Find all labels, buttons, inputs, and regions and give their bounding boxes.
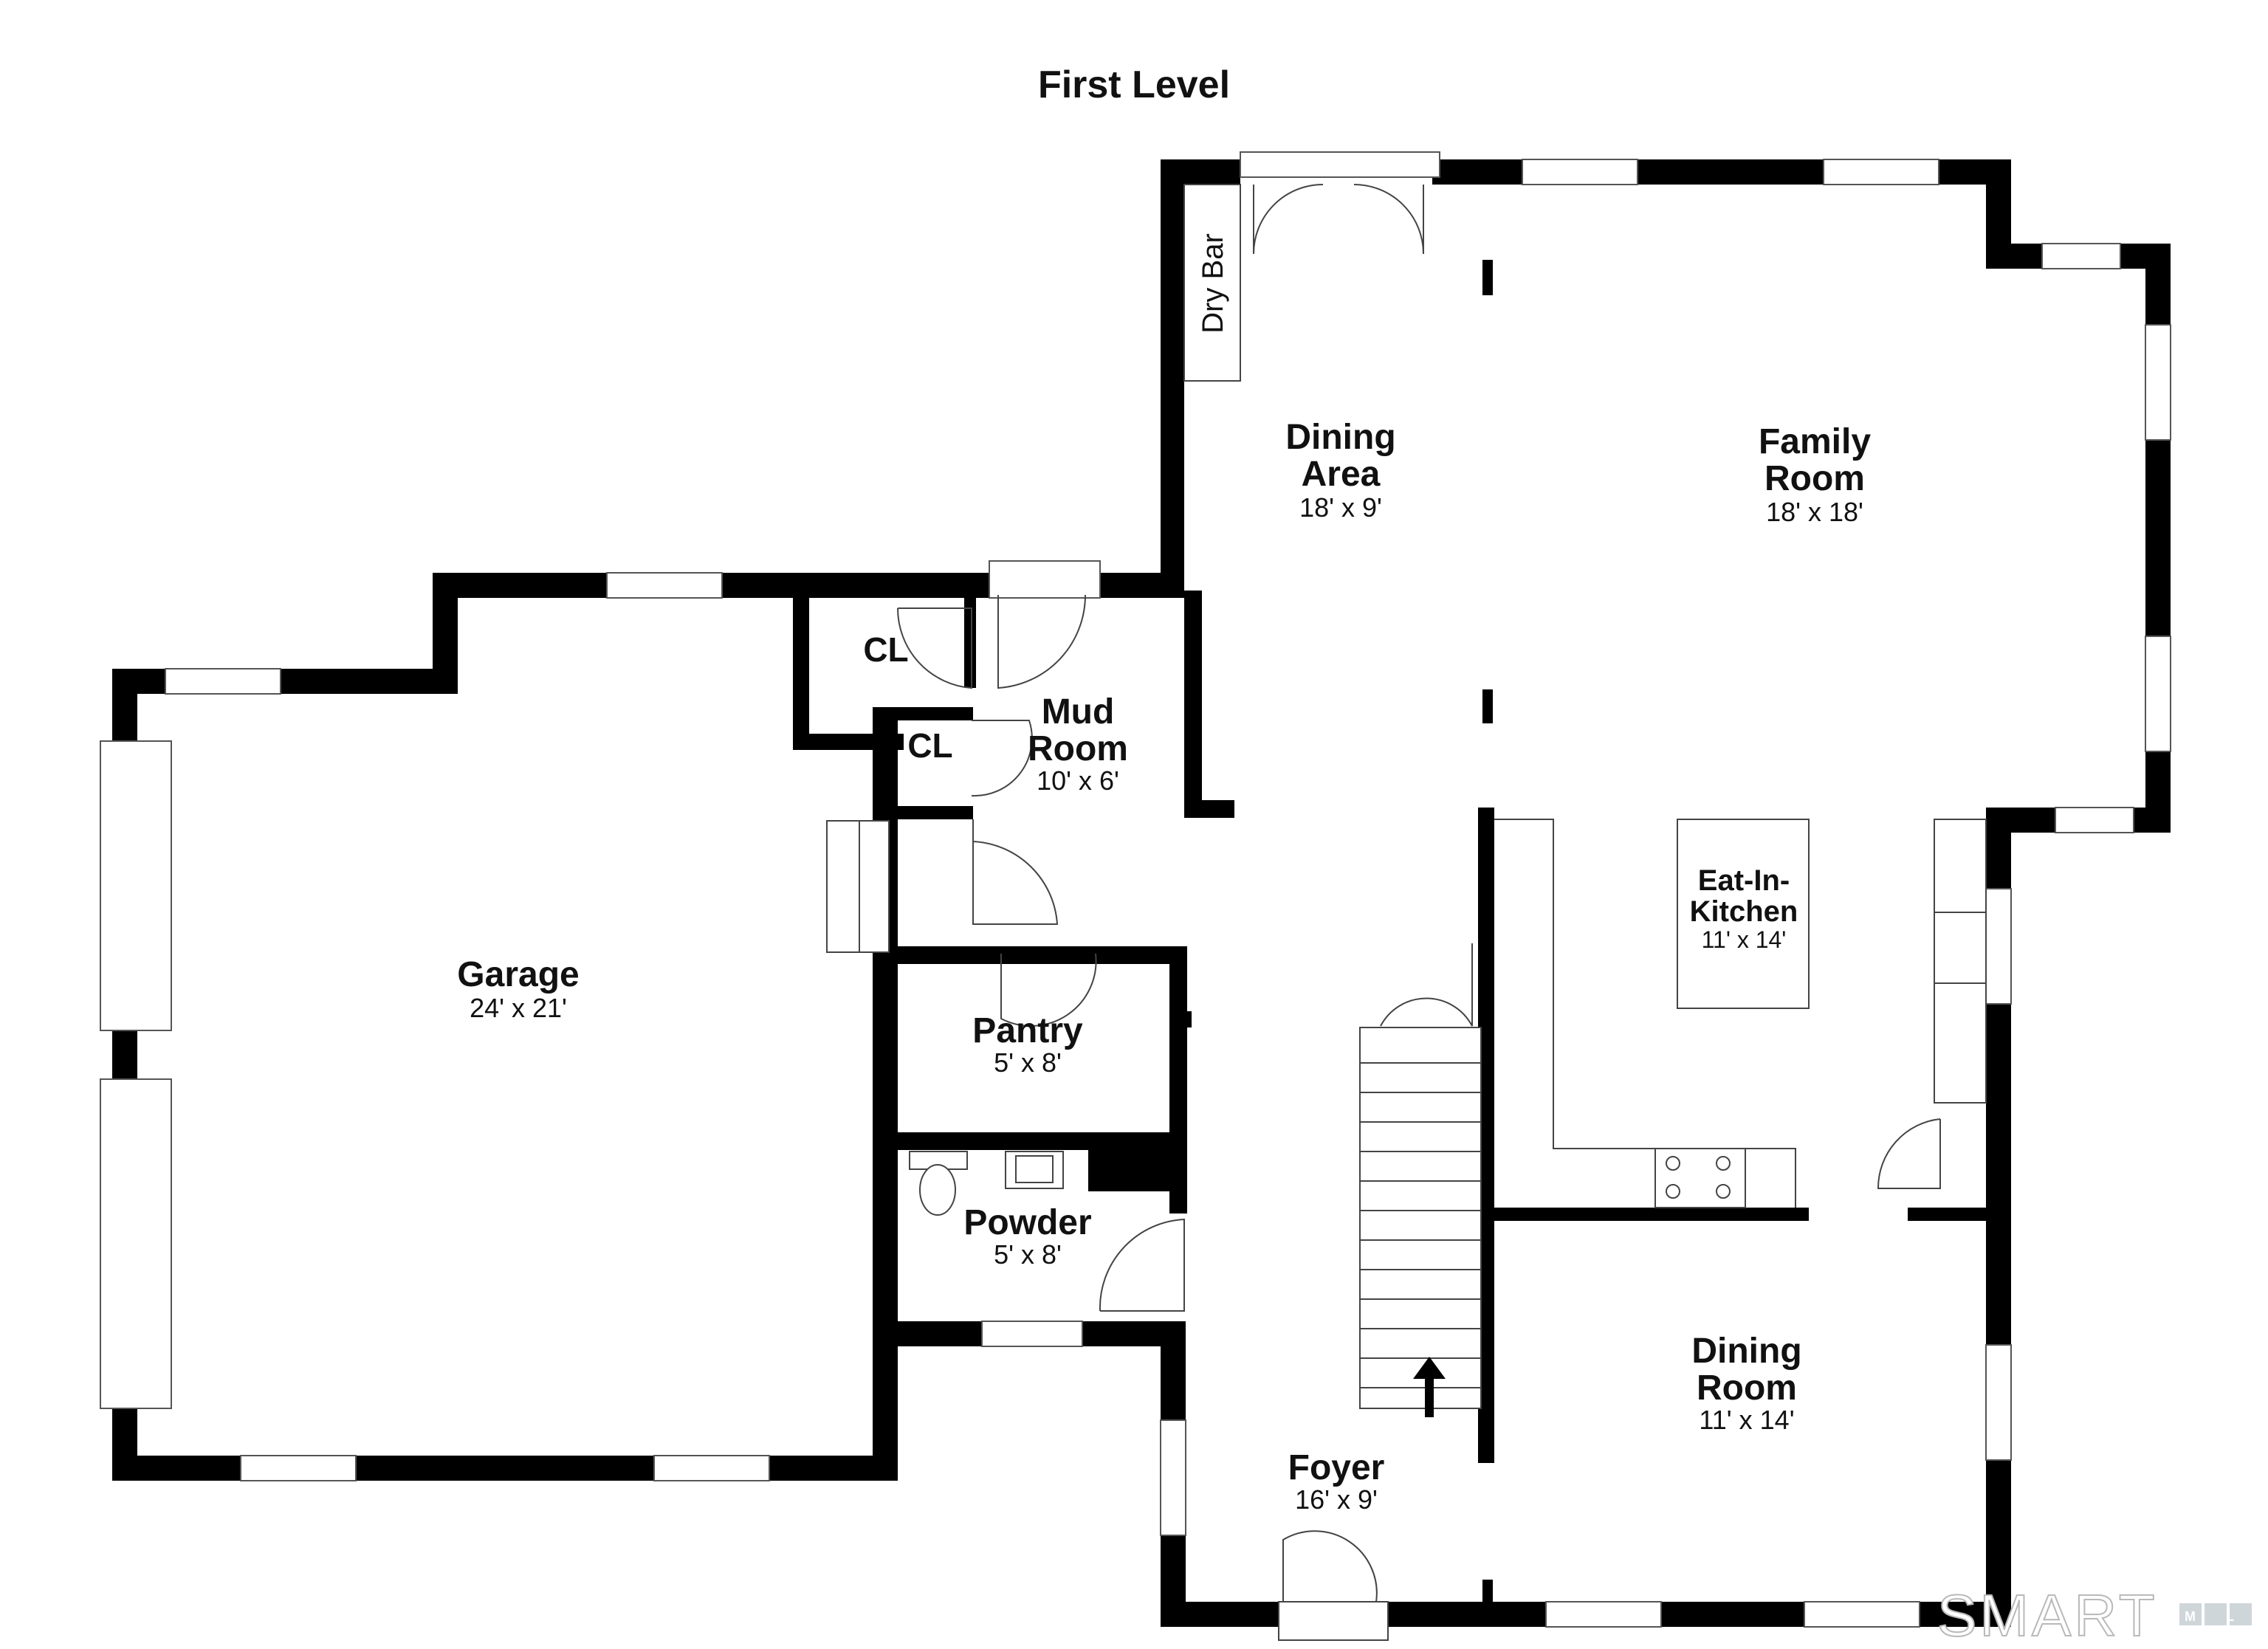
powder-name: Powder (963, 1203, 1091, 1242)
closet-2-label: CL (907, 726, 952, 765)
dining-area-dims: 18' x 9' (1299, 492, 1382, 523)
family-room-name-1: Family (1759, 422, 1871, 461)
mud-room-dims: 10' x 6' (1037, 765, 1119, 796)
room-labels: Dining Area 18' x 9' Family Room 18' x 1… (457, 233, 1871, 1515)
dining-room-name-1: Dining (1691, 1332, 1801, 1371)
powder-dims: 5' x 8' (994, 1239, 1062, 1270)
logo-text: SMART (1937, 1583, 2158, 1648)
fixtures (826, 184, 1987, 1417)
dining-area-name-2: Area (1302, 455, 1381, 494)
mud-room-name-1: Mud (1042, 692, 1115, 731)
kitchen-dims: 11' x 14' (1702, 926, 1787, 953)
foyer-dims: 16' x 9' (1295, 1484, 1378, 1515)
dry-bar-label: Dry Bar (1197, 233, 1229, 334)
pantry-dims: 5' x 8' (994, 1047, 1062, 1078)
plan-title: First Level (1038, 63, 1230, 106)
walls (112, 159, 2171, 1627)
foyer-name: Foyer (1288, 1448, 1385, 1487)
dining-area-name-1: Dining (1285, 418, 1395, 457)
garage-dims: 24' x 21' (470, 993, 567, 1023)
logo-sub: M L S (2185, 1609, 2268, 1624)
garage-name: Garage (457, 955, 579, 994)
windows (100, 151, 2171, 1628)
dining-room-name-2: Room (1697, 1369, 1797, 1408)
doors (896, 184, 1941, 1641)
dining-room-dims: 11' x 14' (1699, 1405, 1794, 1435)
family-room-name-2: Room (1764, 459, 1865, 498)
kitchen-name-1: Eat-In- (1698, 864, 1790, 897)
pantry-name: Pantry (972, 1011, 1083, 1050)
smart-mls-logo: SMART M L S (1937, 1582, 2268, 1649)
mud-room-name-2: Room (1028, 729, 1128, 768)
kitchen-name-2: Kitchen (1690, 895, 1798, 928)
closet-1-label: CL (863, 630, 908, 669)
family-room-dims: 18' x 18' (1766, 497, 1863, 527)
